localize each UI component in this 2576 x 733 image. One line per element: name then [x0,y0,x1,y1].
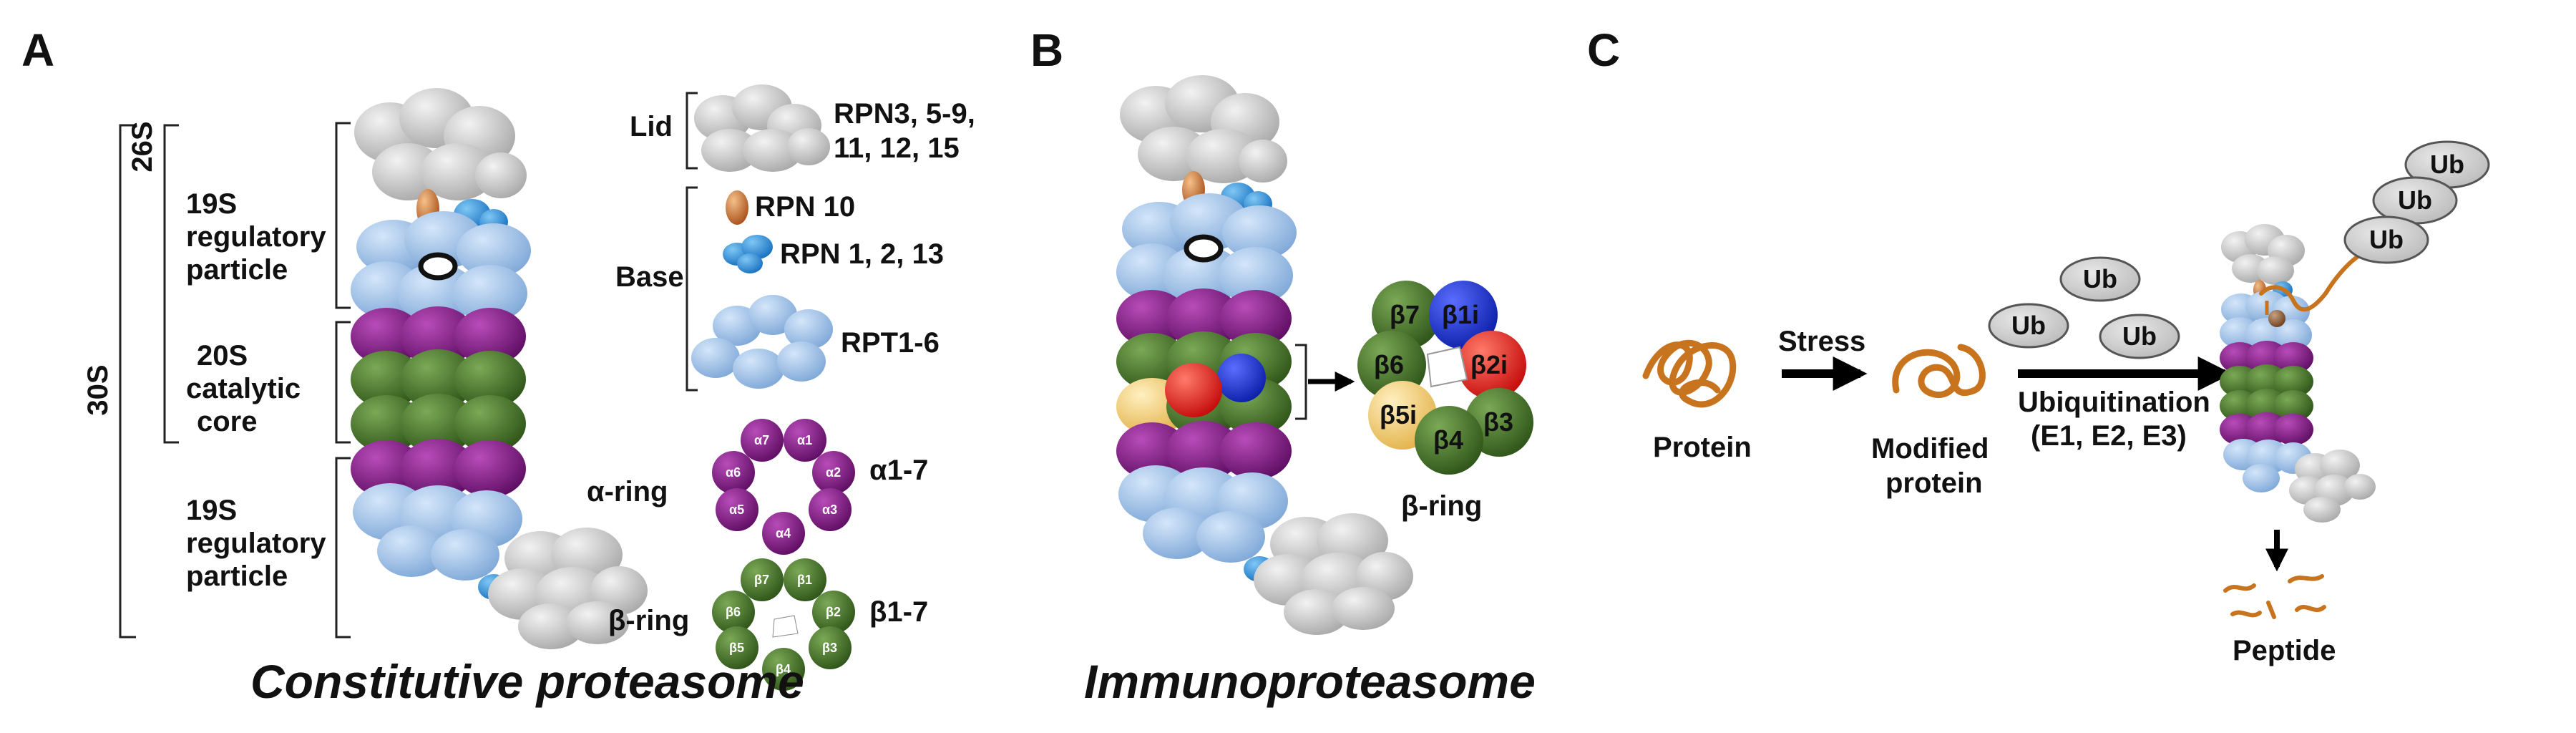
immunoproteasome-model [1116,75,1413,635]
alpha-range-label: α1-7 [869,455,928,486]
beta-ring-label: β-ring [608,605,689,636]
immuno-beta4: β4 [1433,425,1463,455]
immuno-beta3: β3 [1483,407,1513,437]
beta-sub-3: β6 [726,605,741,619]
base-label: Base [615,261,684,293]
protein-coil-icon [1642,339,1737,408]
beta-layer-bottom [351,394,526,454]
rp-top-line3: particle [186,254,288,286]
beta-sub-7: β4 [776,662,791,676]
polyubiquitin-chain: Ub Ub Ub [2343,140,2490,264]
alpha-layer-bottom [351,439,526,499]
lid-top-b [1120,75,1287,183]
base-top [351,211,531,324]
poly-ub-label-1: Ub [2430,150,2464,179]
immuno-beta5i: β5i [1380,400,1417,429]
proteasome-with-ubiquitin [2220,224,2385,523]
immuno-beta7: β7 [1390,300,1420,329]
panel-label-a: A [21,24,54,76]
ub-cluster: Ub Ub Ub [1988,256,2180,359]
rpn10-label: RPN 10 [755,191,855,223]
ubiquitination-label-2: (E1, E2, E3) [2031,420,2187,452]
alpha-sub-6: α3 [822,503,837,517]
ub-label-2: Ub [2011,311,2046,340]
alpha-sub-7: α4 [776,526,791,540]
alpha-sub-2: α1 [797,433,812,447]
ubiquitination-label-1: Ubiquitination [2018,387,2210,418]
core-line3: core [197,406,258,437]
immuno-beta2i: β2i [1470,350,1508,379]
rp-top-line1: 19S [186,188,237,220]
rp-bottom-line3: particle [186,560,288,592]
lid-icon [694,84,830,172]
constitutive-title: Constitutive proteasome [250,655,804,708]
lid-label: Lid [630,111,673,142]
immuno-beta1i: β1i [1442,300,1479,329]
core-line2: catalytic [186,373,301,404]
rpn10-icon [726,190,748,225]
label-30s: 30S [82,364,114,415]
alpha-sub-4: α2 [826,465,841,480]
rpn1-icon [723,235,773,273]
lid-bottom [488,528,648,649]
peptide-fragments-icon [2223,574,2326,619]
peptide-label: Peptide [2233,635,2336,666]
alpha-layer-top [351,306,526,366]
core-line1: 20S [197,340,248,372]
beta-sub-6: β3 [822,641,837,655]
rp-bottom-line1: 19S [186,495,237,526]
modified-label-2: protein [1885,467,1983,499]
beta-sub-5: β5 [729,641,744,655]
label-26s: 26S [127,121,158,172]
lid-top [354,88,527,200]
constitutive-proteasome-model [351,88,648,649]
alpha-ring-label: α-ring [587,476,668,508]
rpt-ring-icon [691,295,833,389]
modified-protein-icon [1892,344,1986,399]
rp-bottom-line2: regulatory [186,528,326,559]
lid-subunits-1: RPN3, 5-9, [834,98,975,130]
beta-layer-top [351,349,526,409]
immuno-beta-ring-icon: β7 β1i β6 β2i β5i β4 β3 [1357,281,1533,475]
immunoproteasome-title: Immunoproteasome [1084,655,1536,708]
base-top-b [1116,193,1297,306]
panel-label-c: C [1587,24,1620,76]
rpn1-label: RPN 1, 2, 13 [780,238,944,270]
ub-label-1: Ub [2083,264,2117,293]
protein-label: Protein [1653,432,1752,463]
poly-ub-label-2: Ub [2398,185,2432,215]
ub-label-3: Ub [2122,321,2157,351]
panel-label-b: B [1030,24,1063,76]
beta-sub-2: β1 [797,573,812,587]
base-bottom [353,483,522,581]
immuno-beta6: β6 [1374,350,1404,379]
rpt-label: RPT1-6 [841,327,940,359]
alpha-sub-5: α5 [729,503,744,517]
beta-range-label: β1-7 [869,596,928,628]
immuno-beta-ring-label: β-ring [1401,490,1482,522]
alpha-sub-3: α6 [726,465,741,480]
rp-top-line2: regulatory [186,221,326,253]
pore-ring [418,252,458,281]
beta-sub-1: β7 [754,573,769,587]
beta-ring-icon: β7 β1 β6 β2 β5 β3 β4 [712,558,855,691]
beta-sub-4: β2 [826,605,841,619]
stress-label: Stress [1778,326,1865,357]
lid-subunits-2: 11, 12, 15 [834,132,960,164]
alpha-sub-1: α7 [754,433,769,447]
modified-label-1: Modified [1871,433,1989,465]
alpha-ring-icon: α7 α1 α6 α2 α5 α3 α4 [712,419,855,555]
poly-ub-label-3: Ub [2369,225,2404,254]
